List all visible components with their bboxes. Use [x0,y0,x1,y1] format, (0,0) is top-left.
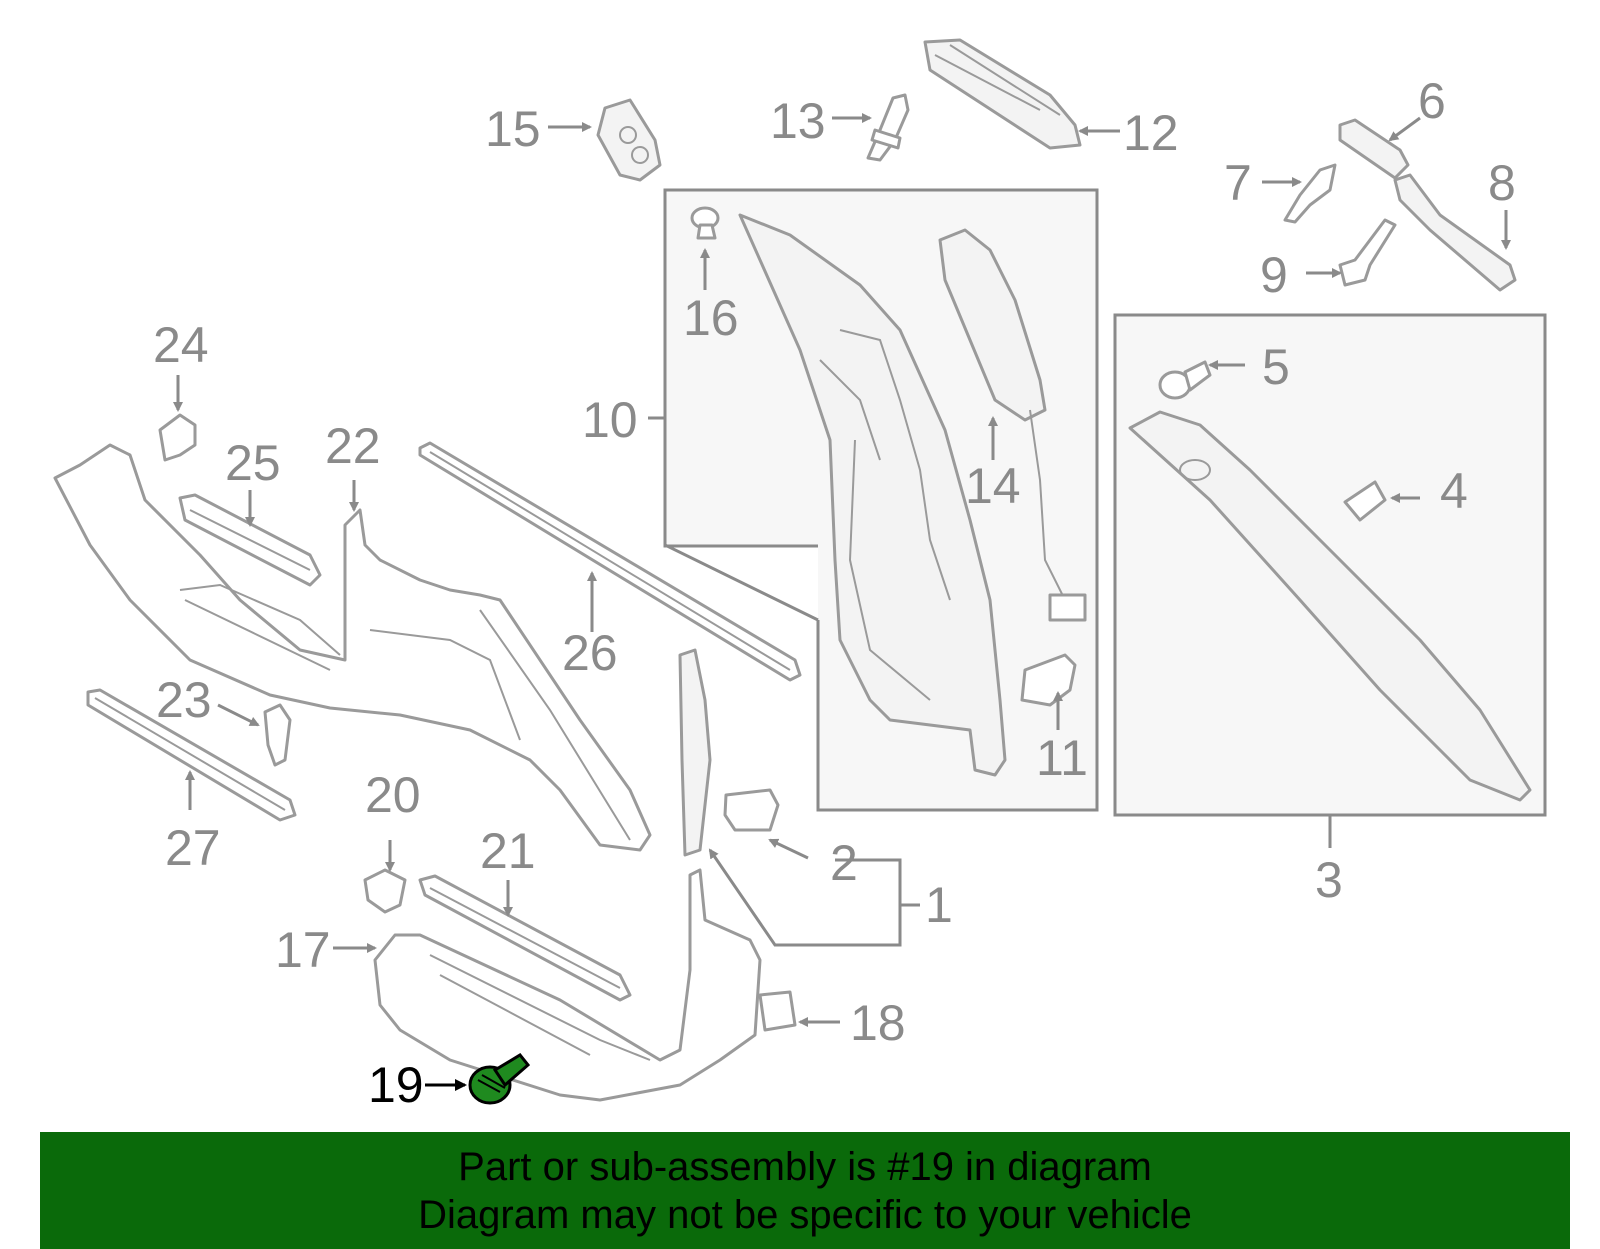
callout-1: 1 [925,877,953,933]
callout-14: 14 [965,458,1021,514]
part-18-clip [758,990,797,1032]
part-20-clip [363,868,407,914]
callout-6: 6 [1418,73,1446,129]
callout-16: 16 [683,290,739,346]
callout-7: 7 [1224,155,1252,211]
callout-27: 27 [165,820,221,876]
part-12-trim [923,38,1082,150]
part-1-sill [373,868,762,1102]
callout-21: 21 [480,823,536,879]
part-26-strip [418,441,802,682]
callout-13: 13 [770,93,826,149]
part-1-assembly [53,443,652,852]
callout-10: 10 [582,392,638,448]
callout-23: 23 [156,672,212,728]
part-10-pillar [738,213,1007,777]
part-5-screw [1158,360,1212,400]
part-6-bracket [1338,118,1410,180]
callout-11: 11 [1036,730,1088,786]
callout-20: 20 [365,767,421,823]
callout-17: 17 [275,922,331,978]
callout-19[interactable]: 19 [368,1057,424,1113]
callout-25: 25 [225,435,281,491]
part-2-trim [678,648,780,857]
part-21-strip [418,874,632,1002]
part-3-trim [1128,410,1532,802]
part-19-bolt[interactable] [468,1053,531,1105]
part-27-strip [86,688,297,822]
part-4-pad [1343,480,1387,522]
banner-line-1: Part or sub-assembly is #19 in diagram [458,1144,1152,1189]
part-14-guide [938,228,1087,622]
part-24-clip [158,413,197,462]
callout-15: 15 [485,101,541,157]
part-16-pin [690,206,720,240]
callout-3: 3 [1315,852,1343,908]
callout-26: 26 [562,625,618,681]
callout-12: 12 [1123,105,1179,161]
part-23-clip [263,703,292,767]
part-9-bolt [1338,218,1397,287]
leader-lines [173,113,1511,1091]
callout-2: 2 [830,835,858,891]
part-13-clip [866,93,910,162]
callout-4: 4 [1440,463,1468,519]
part-15-grommet [596,98,662,182]
part-7-clip [1283,163,1337,224]
callout-22: 22 [325,418,381,474]
callout-9: 9 [1260,247,1288,303]
callout-18: 18 [850,995,906,1051]
info-banner: Part or sub-assembly is #19 in diagram D… [40,1132,1570,1249]
callout-24: 24 [153,317,209,373]
banner-line-2: Diagram may not be specific to your vehi… [418,1192,1192,1237]
part-8-strap [1393,173,1517,292]
part-25-grille [178,493,322,587]
callout-8: 8 [1488,155,1516,211]
callout-5: 5 [1262,339,1290,395]
group-10-outline [663,188,1099,812]
